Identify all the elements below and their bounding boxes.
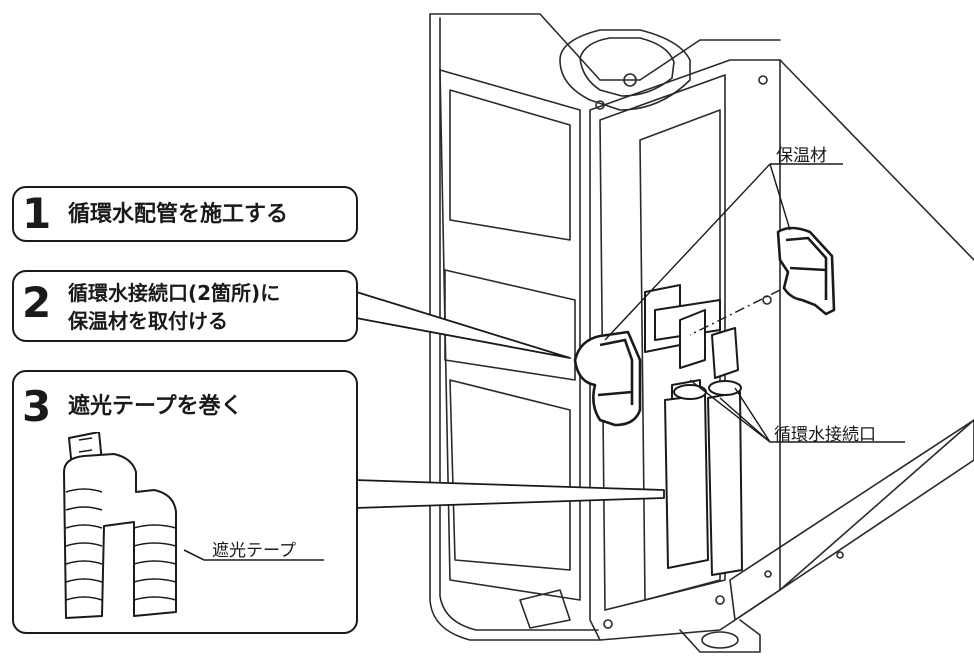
top-cap xyxy=(559,29,691,111)
step-2-text-line2: 保温材を取付ける xyxy=(68,309,228,333)
wrapped-pipe-left xyxy=(664,394,709,569)
callout-wedge-step2 xyxy=(349,289,571,359)
step-1-number: 1 xyxy=(22,189,52,238)
step-2-box: 2 循環水接続口(2箇所)に 保温材を取付ける xyxy=(12,270,358,342)
step-3-text: 遮光テープを巻く xyxy=(68,394,243,419)
left-panel xyxy=(439,69,581,601)
step-3-box: 3 遮光テープを巻く xyxy=(12,370,358,634)
wrapped-pipe-right xyxy=(707,391,743,576)
step-1-box: 1 循環水配管を施工する xyxy=(12,186,358,242)
step-1-text: 循環水配管を施工する xyxy=(68,202,289,227)
insulation-label: 保温材 xyxy=(776,146,827,166)
insulation-attached xyxy=(573,330,642,427)
insulation-detached xyxy=(776,226,836,316)
shading-tape-label: 遮光テープ xyxy=(212,541,296,561)
taped-pipe-outline xyxy=(63,453,177,619)
callout-wedge-step3 xyxy=(353,479,665,509)
step-2-number: 2 xyxy=(22,278,52,327)
step-2-text-line1: 循環水接続口(2箇所)に xyxy=(68,281,281,305)
cabinet-left-edge xyxy=(429,13,601,641)
step-3-number: 3 xyxy=(22,382,52,431)
leader-tape-underline xyxy=(183,549,324,561)
taped-pipe-illustration xyxy=(63,432,324,619)
water-inlet-label: 循環水接続口 xyxy=(774,425,876,445)
